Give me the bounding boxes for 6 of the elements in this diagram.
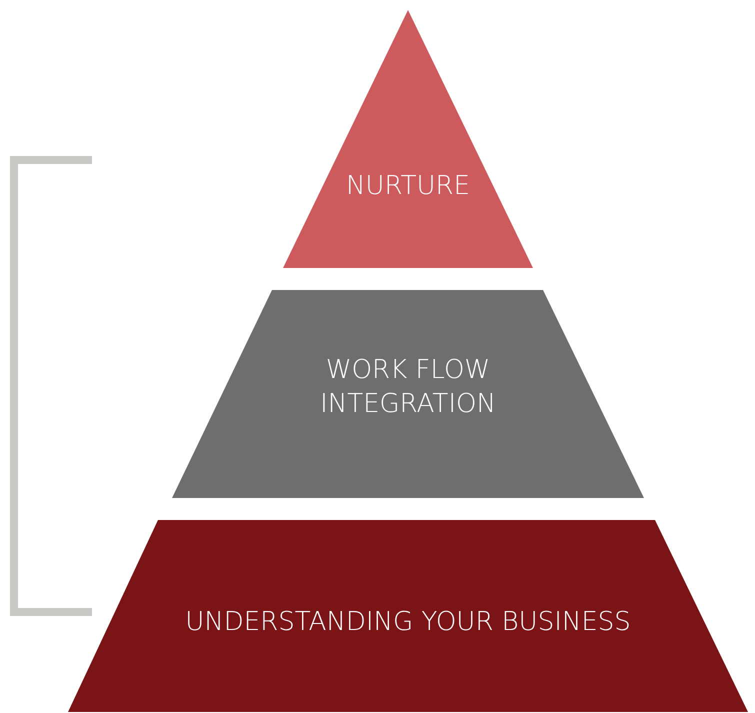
tier-label: WORK FLOW INTEGRATION	[319, 354, 497, 421]
pyramid-tier	[68, 520, 748, 712]
tier-label: UNDERSTANDING YOUR BUSINESS	[184, 606, 632, 640]
pyramid-top-triangle	[283, 10, 533, 268]
pyramid-tier	[172, 290, 644, 498]
tier-label: NURTURE	[344, 170, 472, 203]
